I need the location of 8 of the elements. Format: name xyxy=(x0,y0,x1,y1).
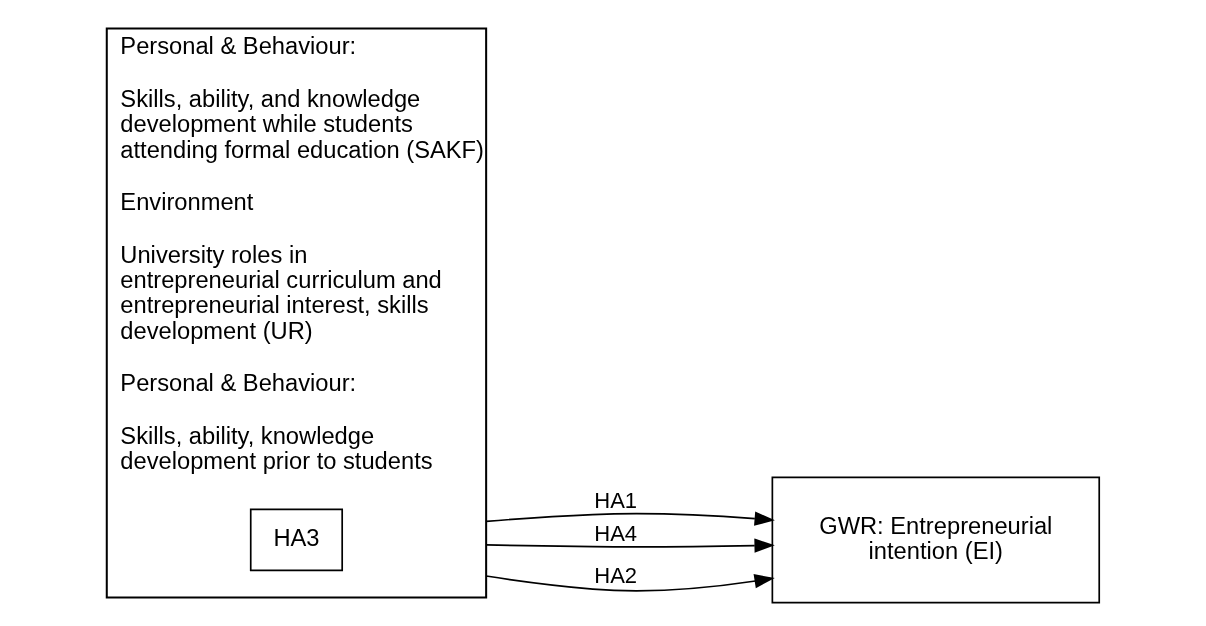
edge-label: HA2 xyxy=(594,562,638,588)
node-box: HA3 xyxy=(249,508,344,572)
edge-label: HA4 xyxy=(594,520,638,546)
arrow xyxy=(485,538,775,553)
arrow xyxy=(485,574,775,592)
edge-label: HA1 xyxy=(594,488,638,514)
arrow xyxy=(485,511,775,526)
node-box: GWR: Entrepreneurial intention (EI) xyxy=(771,476,1101,604)
